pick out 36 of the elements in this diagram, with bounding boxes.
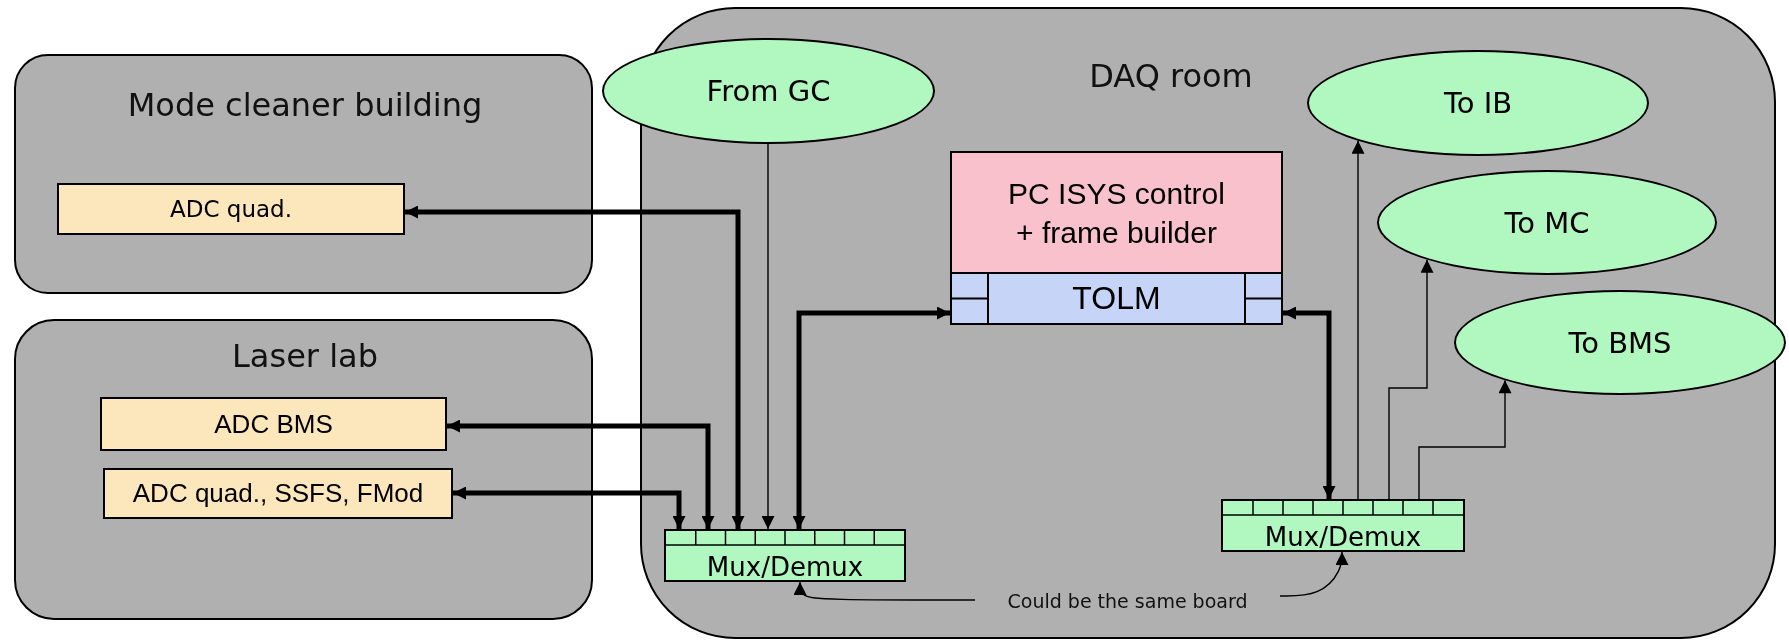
note-text: Could be the same board: [975, 588, 1280, 614]
board-label: Mux/Demux: [706, 552, 864, 582]
destination-label: To IB: [1443, 86, 1513, 120]
connector-arrow: [453, 486, 686, 529]
module-label: ADC quad., SSFS, FMod: [132, 478, 424, 509]
connector-arrow: [792, 306, 950, 529]
module-box: [100, 397, 447, 451]
leader-line: [793, 581, 976, 601]
destination-label: From GC: [706, 74, 831, 108]
module-label: ADC BMS: [214, 408, 333, 440]
room-panel: [640, 7, 1776, 639]
module-box: [57, 183, 405, 235]
connector-arrow: [405, 205, 745, 529]
connector-arrow: [447, 419, 715, 529]
destination-label: To MC: [1504, 205, 1590, 240]
room-title: Laser lab: [232, 337, 378, 375]
mux-board: [664, 529, 906, 582]
module-box: [103, 468, 453, 519]
connector-arrow: [1351, 140, 1365, 500]
room-panel: [14, 54, 593, 294]
mux-board: [1221, 499, 1465, 552]
destination-label: To BMS: [1568, 325, 1672, 360]
connector-arrow: [761, 143, 775, 530]
connector-arrow: [1388, 259, 1434, 500]
room-title: DAQ room: [1089, 57, 1253, 95]
interface-box: [950, 272, 1283, 325]
room-panel: [14, 319, 593, 620]
leader-line: [1279, 551, 1349, 597]
room-title: Mode cleaner building: [127, 86, 483, 124]
module-label: ADC quad.: [170, 196, 292, 222]
computer-label: PC ISYS control + frame builder: [1007, 175, 1226, 251]
connector-arrow: [1418, 379, 1512, 500]
computer-box: [950, 151, 1283, 272]
connector-arrow: [1283, 306, 1336, 499]
board-label: Mux/Demux: [1264, 522, 1422, 552]
interface-label: TOLM: [1072, 280, 1161, 317]
